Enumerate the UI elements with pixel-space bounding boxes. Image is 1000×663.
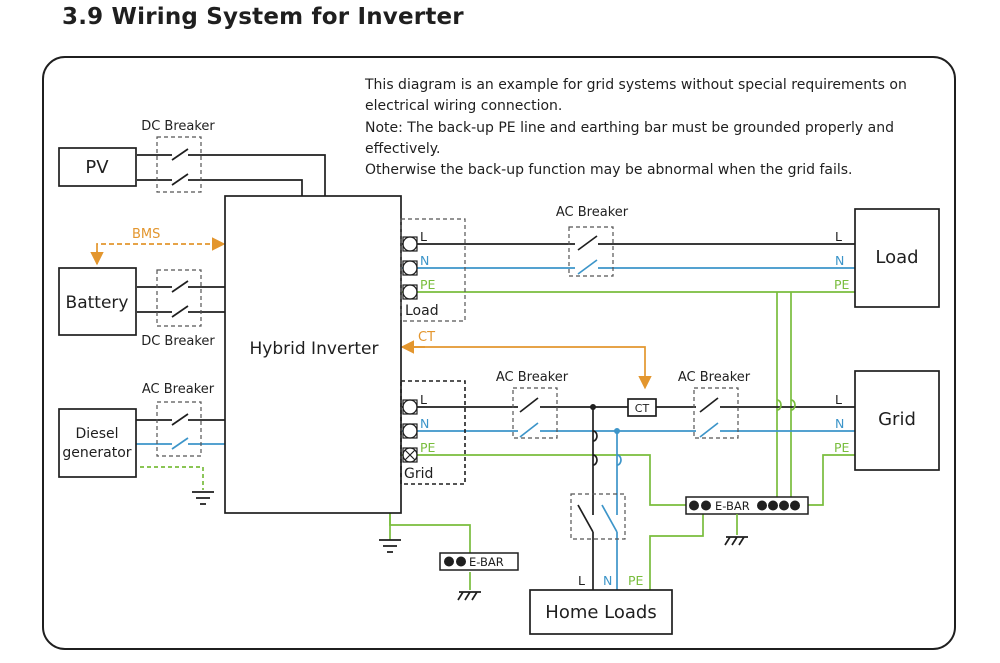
grid-port-l: L xyxy=(420,392,427,407)
main-ebar-label: E-BAR xyxy=(715,499,750,513)
ac-breaker-grid-left-box xyxy=(512,387,558,439)
ac-breaker-diesel-label: AC Breaker xyxy=(142,382,215,397)
load-port-name: Load xyxy=(405,303,439,319)
pv-label: PV xyxy=(85,157,109,178)
hybrid-inverter-box xyxy=(224,195,402,514)
small-ebar: E-BAR xyxy=(439,552,519,601)
main-ebar: E-BAR xyxy=(685,496,809,546)
ac-breaker-load-box xyxy=(568,226,614,277)
pv-box xyxy=(58,147,137,187)
ct-sensor-label: CT xyxy=(635,402,650,415)
hybrid-inverter-label: Hybrid Inverter xyxy=(250,339,379,359)
load-port-pe: PE xyxy=(420,277,436,292)
grid-port: L N PE Grid xyxy=(400,380,466,485)
ac-breaker-diesel-box xyxy=(156,401,202,457)
load-side-pe: PE xyxy=(834,277,850,292)
dc-breaker-pv-box xyxy=(156,136,202,193)
note-line-1: This diagram is an example for grid syst… xyxy=(364,77,907,93)
grid-label: Grid xyxy=(878,409,916,430)
note-line-3: Note: The back-up PE line and earthing b… xyxy=(365,120,894,136)
ac-breaker-grid-right-box xyxy=(693,387,739,439)
grid-port-pe: PE xyxy=(420,440,436,455)
bms-link: BMS xyxy=(90,227,226,266)
generator-ground-icon xyxy=(192,491,214,505)
home-side-n: N xyxy=(603,573,612,588)
grid-side-l: L xyxy=(835,392,842,407)
small-ebar-label: E-BAR xyxy=(469,555,504,569)
home-loads-label: Home Loads xyxy=(545,602,656,623)
battery-label: Battery xyxy=(66,293,129,313)
bms-label: BMS xyxy=(132,227,160,242)
ac-breaker-grid-left-label: AC Breaker xyxy=(496,370,569,385)
diesel-wires xyxy=(136,413,225,490)
diesel-label: Diesel xyxy=(75,426,118,442)
dc-breaker-pv-label: DC Breaker xyxy=(141,119,215,134)
home-loads-box xyxy=(529,589,673,635)
load-side-n: N xyxy=(835,253,844,268)
ac-breaker-grid-right-label: AC Breaker xyxy=(678,370,751,385)
ac-breaker-load-label: AC Breaker xyxy=(556,205,629,220)
load-port-l: L xyxy=(420,229,427,244)
load-port-n: N xyxy=(420,253,429,268)
inverter-ground-wires xyxy=(379,513,471,590)
ct-sensor-box xyxy=(627,398,657,417)
note-line-4: effectively. xyxy=(365,141,440,157)
home-loads-wires xyxy=(577,404,704,590)
load-port-wires xyxy=(402,235,855,500)
grid-port-name: Grid xyxy=(404,466,433,482)
battery-box xyxy=(58,267,137,336)
grid-port-wires: CT xyxy=(400,330,855,506)
page-title: 3.9 Wiring System for Inverter xyxy=(62,4,464,30)
grid-side-n: N xyxy=(835,416,844,431)
diagram-frame xyxy=(42,56,956,650)
load-box xyxy=(854,208,940,308)
notes-block: This diagram is an example for grid syst… xyxy=(364,77,907,178)
diesel-generator-box xyxy=(58,408,137,478)
dc-breaker-battery-box xyxy=(156,269,202,327)
note-line-5: Otherwise the back-up function may be ab… xyxy=(365,162,853,178)
load-side-l: L xyxy=(835,229,842,244)
grid-side-pe: PE xyxy=(834,440,850,455)
battery-wires xyxy=(137,280,225,318)
note-line-2: electrical wiring connection. xyxy=(365,98,562,114)
grid-box xyxy=(854,370,940,471)
load-port: L N PE Load xyxy=(400,218,466,322)
home-side-pe: PE xyxy=(628,573,644,588)
ct-label: CT xyxy=(418,330,435,345)
home-loads-breaker-box xyxy=(570,493,626,540)
pv-wires xyxy=(137,148,326,196)
home-side-l: L xyxy=(578,573,585,588)
dc-breaker-battery-label: DC Breaker xyxy=(141,334,215,349)
load-label: Load xyxy=(875,247,918,268)
generator-label: generator xyxy=(62,445,131,461)
grid-port-n: N xyxy=(420,416,429,431)
